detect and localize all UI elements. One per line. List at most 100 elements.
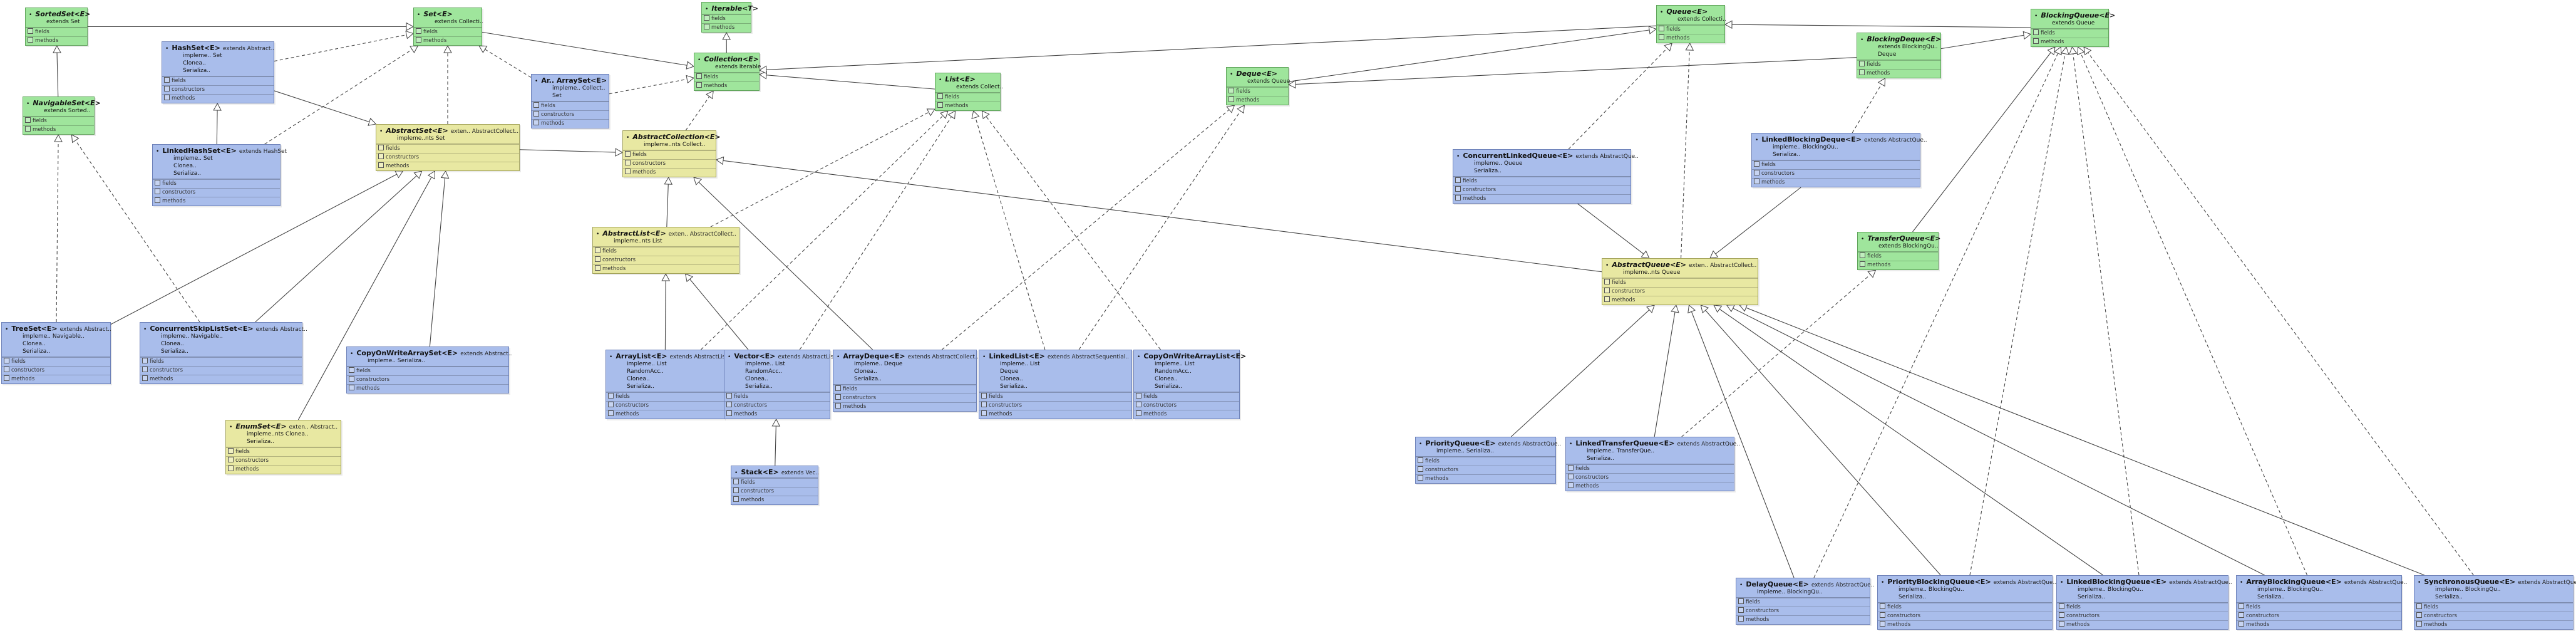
expand-icon[interactable]	[1455, 177, 1461, 183]
section-fields[interactable]: fields	[1453, 177, 1631, 185]
section-methods[interactable]: methods	[702, 23, 751, 32]
expand-icon[interactable]	[2033, 38, 2039, 44]
expand-icon[interactable]	[1136, 393, 1141, 399]
expand-icon[interactable]	[726, 410, 732, 416]
expand-icon[interactable]	[733, 479, 739, 484]
expand-icon[interactable]	[1738, 607, 1744, 613]
expand-icon[interactable]	[1859, 70, 1865, 75]
section-methods[interactable]: methods	[376, 162, 519, 170]
expand-icon[interactable]	[733, 487, 739, 493]
section-fields[interactable]: fields	[702, 14, 751, 23]
section-fields[interactable]: fields	[724, 392, 830, 401]
uml-node-concurrent-skip-list-set[interactable]: •ConcurrentSkipListSet<E>extends Abstrac…	[140, 322, 307, 384]
expand-icon[interactable]	[164, 77, 170, 83]
expand-icon[interactable]	[704, 24, 709, 29]
uml-node-blocking-deque[interactable]: •BlockingDeque<E>extends BlockingQu..Deq…	[1857, 33, 1941, 78]
section-fields[interactable]: fields	[623, 150, 716, 159]
section-fields[interactable]: fields	[532, 102, 609, 110]
section-constructors[interactable]: constructors	[532, 110, 609, 119]
expand-icon[interactable]	[228, 448, 234, 454]
section-methods[interactable]: methods	[724, 410, 830, 419]
expand-icon[interactable]	[835, 403, 841, 409]
expand-icon[interactable]	[1418, 466, 1423, 472]
expand-icon[interactable]	[1754, 179, 1759, 184]
section-fields[interactable]: fields	[1134, 392, 1239, 401]
uml-node-abstract-queue[interactable]: •AbstractQueue<E>exten.. AbstractCollect…	[1602, 258, 1758, 305]
expand-icon[interactable]	[1604, 279, 1610, 284]
section-fields[interactable]: fields	[1858, 252, 1938, 261]
expand-icon[interactable]	[1880, 603, 1885, 609]
expand-icon[interactable]	[1659, 26, 1664, 31]
expand-icon[interactable]	[726, 402, 732, 407]
section-constructors[interactable]: constructors	[140, 366, 302, 375]
expand-icon[interactable]	[608, 402, 614, 407]
uml-node-delay-queue[interactable]: •DelayQueue<E>extends AbstractQue..imple…	[1736, 578, 1874, 625]
uml-node-abstract-set[interactable]: •AbstractSet<E>exten.. AbstractCollect..…	[376, 124, 520, 171]
section-constructors[interactable]: constructors	[1453, 185, 1631, 194]
expand-icon[interactable]	[25, 117, 31, 123]
section-fields[interactable]: fields	[1566, 464, 1734, 473]
expand-icon[interactable]	[1604, 296, 1610, 302]
section-methods[interactable]: methods	[1736, 615, 1870, 624]
section-methods[interactable]: methods	[162, 94, 274, 103]
section-fields[interactable]: fields	[935, 93, 1000, 102]
uml-node-linked-blocking-deque[interactable]: •LinkedBlockingDeque<E>extends AbstractQ…	[1751, 133, 1927, 187]
section-methods[interactable]: methods	[23, 125, 94, 134]
expand-icon[interactable]	[696, 82, 702, 88]
section-methods[interactable]: methods	[1657, 34, 1724, 43]
uml-node-concurrent-linked-queue[interactable]: •ConcurrentLinkedQueue<E>extends Abstrac…	[1453, 149, 1639, 204]
expand-icon[interactable]	[704, 15, 709, 21]
expand-icon[interactable]	[2239, 621, 2244, 627]
section-fields[interactable]: fields	[1416, 457, 1555, 466]
section-constructors[interactable]: constructors	[833, 393, 976, 402]
section-constructors[interactable]: constructors	[1416, 466, 1555, 474]
section-constructors[interactable]: constructors	[1736, 607, 1870, 615]
section-constructors[interactable]: constructors	[153, 188, 280, 197]
expand-icon[interactable]	[155, 180, 160, 185]
expand-icon[interactable]	[726, 393, 732, 399]
expand-icon[interactable]	[4, 367, 9, 372]
expand-icon[interactable]	[1455, 195, 1461, 201]
expand-icon[interactable]	[835, 385, 841, 391]
expand-icon[interactable]	[2033, 29, 2039, 35]
section-constructors[interactable]: constructors	[347, 375, 508, 384]
section-methods[interactable]: methods	[347, 384, 508, 393]
expand-icon[interactable]	[416, 28, 421, 34]
expand-icon[interactable]	[595, 265, 600, 271]
uml-node-array-deque[interactable]: •ArrayDeque<E>extends AbstractCollect..i…	[833, 350, 979, 412]
expand-icon[interactable]	[1136, 402, 1141, 407]
uml-node-transfer-queue[interactable]: •TransferQueue<E>extends BlockingQu..fie…	[1857, 232, 1940, 270]
uml-node-abstract-list[interactable]: •AbstractList<E>exten.. AbstractCollect.…	[592, 227, 739, 274]
expand-icon[interactable]	[164, 95, 170, 100]
section-constructors[interactable]: constructors	[2, 366, 110, 375]
section-fields[interactable]: fields	[1878, 603, 2052, 612]
expand-icon[interactable]	[625, 169, 631, 174]
section-fields[interactable]: fields	[1857, 60, 1940, 69]
section-constructors[interactable]: constructors	[1602, 287, 1758, 296]
section-fields[interactable]: fields	[414, 28, 482, 36]
section-methods[interactable]: methods	[979, 410, 1131, 419]
section-fields[interactable]: fields	[23, 117, 94, 125]
expand-icon[interactable]	[2416, 603, 2422, 609]
section-methods[interactable]: methods	[2031, 38, 2108, 46]
expand-icon[interactable]	[28, 37, 33, 43]
section-methods[interactable]: methods	[833, 402, 976, 411]
section-methods[interactable]: methods	[532, 119, 609, 128]
expand-icon[interactable]	[1859, 61, 1865, 66]
expand-icon[interactable]	[1860, 253, 1865, 258]
section-fields[interactable]: fields	[979, 392, 1131, 401]
expand-icon[interactable]	[981, 402, 987, 407]
section-fields[interactable]: fields	[2, 357, 110, 366]
expand-icon[interactable]	[1229, 96, 1234, 102]
expand-icon[interactable]	[378, 145, 384, 150]
expand-icon[interactable]	[2239, 612, 2244, 618]
section-fields[interactable]: fields	[2414, 603, 2573, 612]
section-fields[interactable]: fields	[153, 179, 280, 188]
expand-icon[interactable]	[142, 375, 148, 381]
section-methods[interactable]: methods	[2057, 620, 2228, 629]
